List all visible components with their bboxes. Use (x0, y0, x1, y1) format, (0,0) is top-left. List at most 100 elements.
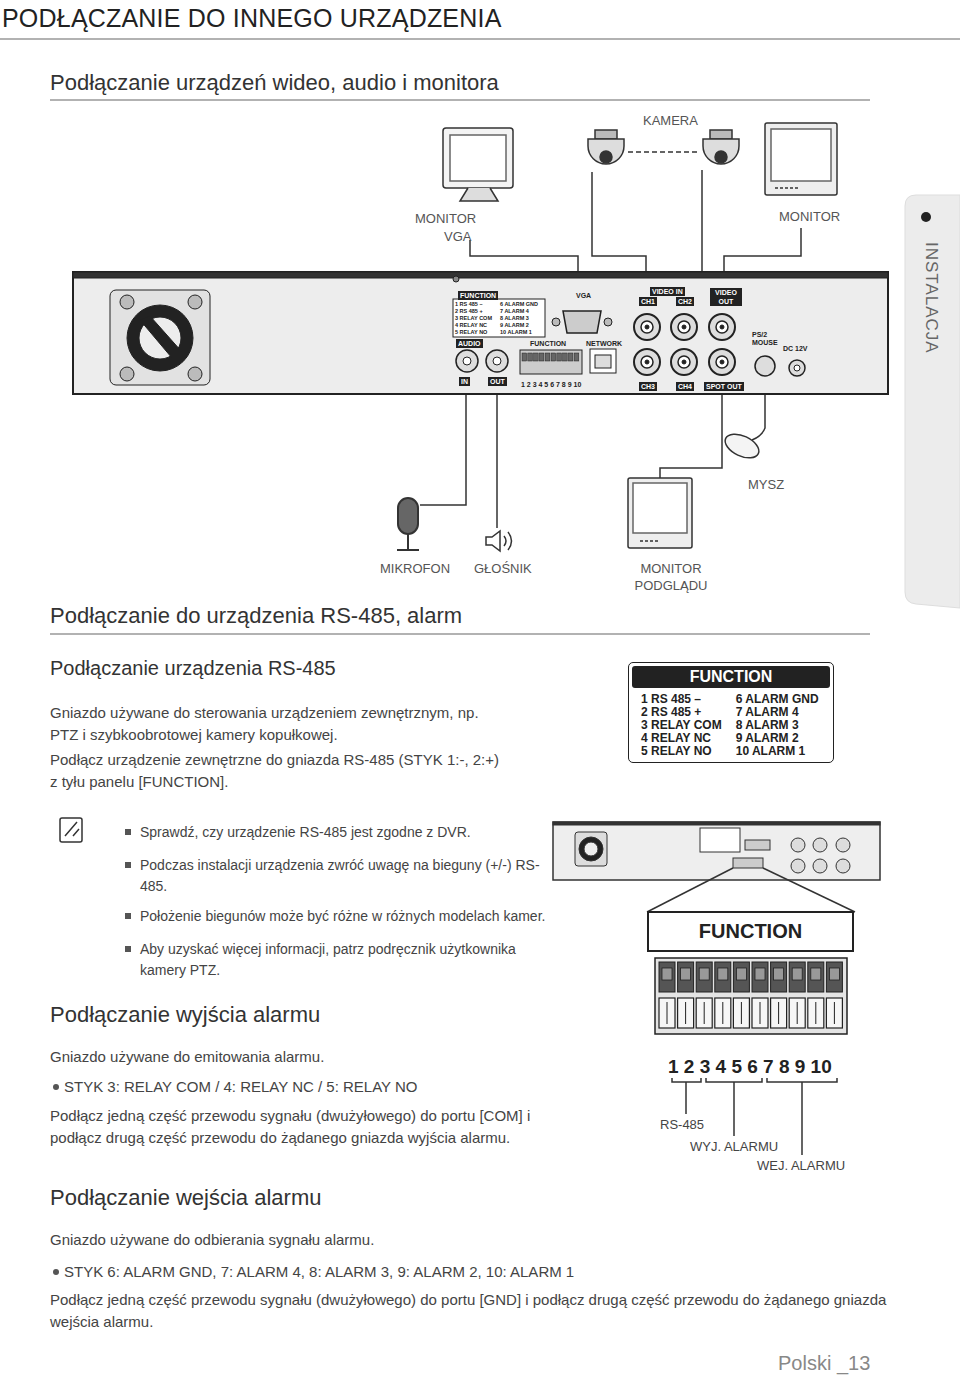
dvr-rear-panel-part (120, 367, 134, 381)
bnc-connectors-part (641, 321, 653, 333)
port-label: OUT (488, 377, 507, 386)
connector-cells-part (699, 968, 709, 980)
dvr-rear-panel-part (188, 367, 202, 381)
pin-label: 9 ALARM 2 (736, 732, 819, 745)
connector-cells-part (789, 998, 805, 1028)
crt-monitor-part (775, 187, 800, 189)
connector-cells-part (771, 962, 787, 992)
dome-cameras-part (588, 139, 624, 164)
dvr-rear-panel (73, 272, 888, 394)
connector-cells-part (733, 998, 749, 1028)
wires-part (592, 172, 646, 286)
connector-cells-part (659, 962, 675, 992)
bnc-connectors-part (682, 360, 686, 364)
body-text: Gniazdo używane do sterowania urządzenie… (50, 702, 490, 746)
pin-group-label: RS-485 (660, 1117, 704, 1132)
function-box: FUNCTION (647, 911, 854, 952)
connector-cells-part (789, 962, 805, 992)
note-text: Położenie biegunów może być różne w różn… (140, 906, 630, 927)
connector-cells-part (733, 962, 749, 992)
rule-lines (0, 39, 960, 634)
preview-monitor-part (633, 483, 687, 533)
device-label: MONITOR (415, 210, 476, 227)
connector-cells-part (811, 968, 821, 980)
connector-cells-part (774, 968, 784, 980)
body-text: Gniazdo używane do emitowania alarmu. (50, 1046, 324, 1068)
device-label: KAMERA (643, 112, 698, 129)
connector-cells (659, 962, 842, 1028)
dvr-rear-panel-part (755, 356, 775, 376)
panel-thumbnail-part (579, 837, 603, 861)
pin-label: 7 ALARM 4 (736, 706, 819, 719)
panel-thumbnail-part (813, 859, 827, 873)
note-text: Aby uzyskać więcej informacji, patrz pod… (140, 939, 545, 981)
page-number: Polski _13 (778, 1352, 870, 1375)
pin-label: 3 RELAY COM (641, 719, 722, 732)
connector-cells-part (760, 1002, 761, 1024)
dvr-rear-panel-part (493, 357, 501, 365)
dvr-rear-panel-part (463, 357, 471, 365)
tab-label: INSTALACJA (921, 242, 941, 354)
note-icon (60, 818, 82, 842)
pin-label: 6 ALARM GND (736, 693, 819, 706)
pin-label: 6 ALARM GND (500, 301, 538, 308)
preview-monitor (628, 478, 692, 548)
dvr-rear-panel-part (139, 317, 181, 359)
panel-thumbnail-part (553, 822, 880, 825)
port-label: IN (459, 377, 470, 386)
bullet-text: STYK 3: RELAY COM / 4: RELAY NC / 5: REL… (64, 1076, 417, 1098)
page-title: PODŁĄCZANIE DO INNEGO URZĄDZENIA (2, 4, 502, 33)
dvr-rear-panel-part (456, 350, 478, 372)
panel-thumbnail-part (553, 822, 880, 880)
port-label: FUNCTION (530, 340, 566, 348)
connector-cells-part (678, 962, 694, 992)
connector-cells-part (808, 962, 824, 992)
pin-label: 10 ALARM 1 (736, 745, 819, 758)
panel-thumbnail-part (813, 838, 827, 852)
device-label: MYSZ (748, 476, 784, 493)
connector-cells-part (715, 998, 731, 1028)
bnc-connectors-part (641, 356, 653, 368)
connector-cells-part (752, 962, 768, 992)
sub-heading: Podłączanie urządzenia RS-485 (50, 657, 336, 680)
pin-label: 10 ALARM 1 (500, 329, 532, 336)
dome-cameras-part (710, 130, 732, 139)
pin-label: 1 RS 485 – (455, 301, 483, 308)
panel-thumbnail-part (791, 838, 805, 852)
dome-cameras-part (703, 139, 739, 164)
connector-cells-part (778, 1002, 779, 1024)
device-label: MONITOR (779, 208, 840, 225)
bnc-connectors-part (720, 360, 724, 364)
dome-cameras (588, 130, 739, 164)
bullets-part (125, 913, 131, 919)
preview-monitor-part (640, 540, 660, 542)
dvr-rear-panel-part (563, 311, 601, 333)
dvr-rear-panel-part (520, 350, 582, 374)
dvr-rear-panel-part (453, 299, 545, 337)
wires-part (660, 394, 722, 478)
connector-cells-part (741, 1002, 742, 1024)
connector-cells-part (681, 968, 691, 980)
pin-label: 4 RELAY NC (641, 732, 722, 745)
pin-label: 3 RELAY COM (455, 315, 492, 322)
port-label: SPOT OUT (704, 382, 744, 391)
dvr-rear-panel-part (127, 305, 193, 371)
pin-label: 4 RELAY NC (455, 322, 487, 329)
wires-part (752, 394, 765, 440)
port-label: CH4 (676, 382, 694, 391)
bullet-text: STYK 6: ALARM GND, 7: ALARM 4, 8: ALARM … (64, 1261, 574, 1283)
pin-label: 9 ALARM 2 (500, 322, 529, 329)
device-label: MIKROFON (380, 560, 450, 577)
terminal-strip-part (557, 353, 562, 361)
bnc-connectors-part (716, 356, 728, 368)
dome-cameras-part (595, 130, 617, 139)
panel-thumbnail-part (575, 832, 607, 866)
note-icon-part (65, 822, 79, 836)
bnc-connectors-part (709, 349, 735, 375)
wires-part (420, 394, 466, 505)
dvr-rear-panel-part (188, 295, 202, 309)
bnc-connectors-part (671, 349, 697, 375)
pin-label: 1 RS 485 – (641, 693, 722, 706)
panel-thumbnail-part (791, 859, 805, 873)
pin-brackets (672, 1078, 837, 1155)
